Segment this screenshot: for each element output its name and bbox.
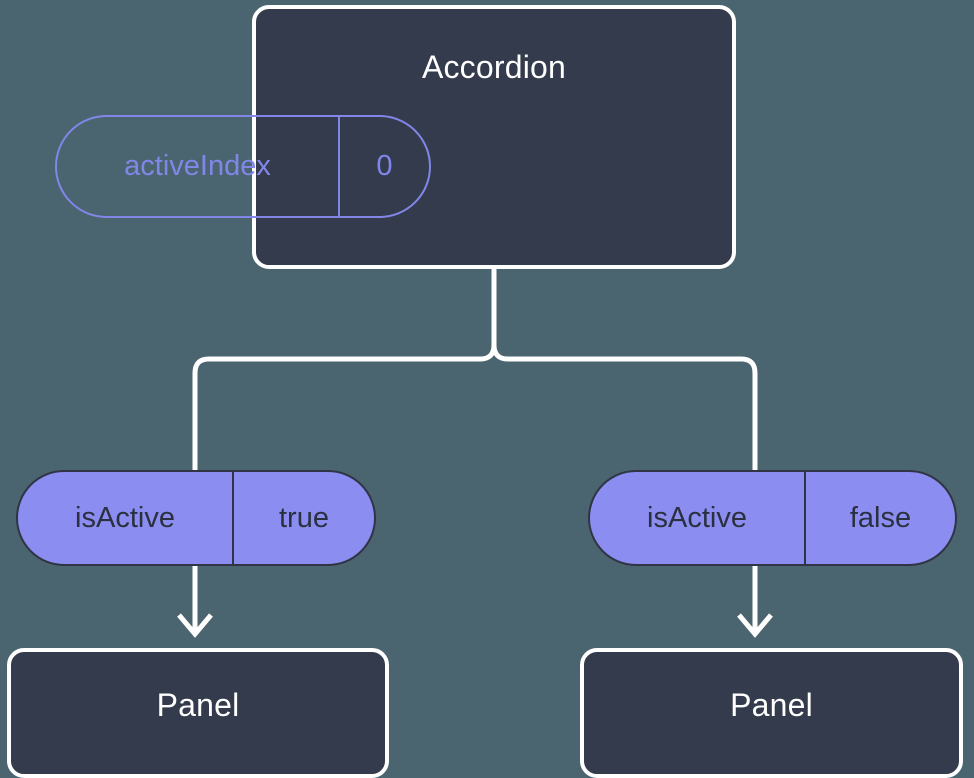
right-is-active-prop-pill[interactable]: isActive false — [588, 470, 957, 566]
left-is-active-prop-pill[interactable]: isActive true — [16, 470, 376, 566]
connector-fork-right — [491, 342, 758, 473]
active-index-state-pill[interactable]: activeIndex 0 — [55, 115, 431, 218]
active-index-key: activeIndex — [124, 150, 271, 182]
active-index-value: 0 — [338, 117, 429, 216]
left-is-active-value: true — [232, 472, 374, 564]
accordion-title: Accordion — [421, 49, 567, 85]
right-is-active-value: false — [804, 472, 955, 564]
right-arrow-head — [737, 613, 773, 638]
left-panel-title: Panel — [156, 687, 240, 723]
left-arrow-head — [177, 613, 213, 638]
left-panel-component-node[interactable]: Panel — [7, 648, 389, 778]
left-is-active-key: isActive — [75, 501, 175, 534]
right-panel-title: Panel — [730, 687, 813, 723]
right-panel-component-node[interactable]: Panel — [580, 648, 963, 778]
right-is-active-key: isActive — [647, 501, 747, 534]
connector-fork — [192, 266, 497, 473]
